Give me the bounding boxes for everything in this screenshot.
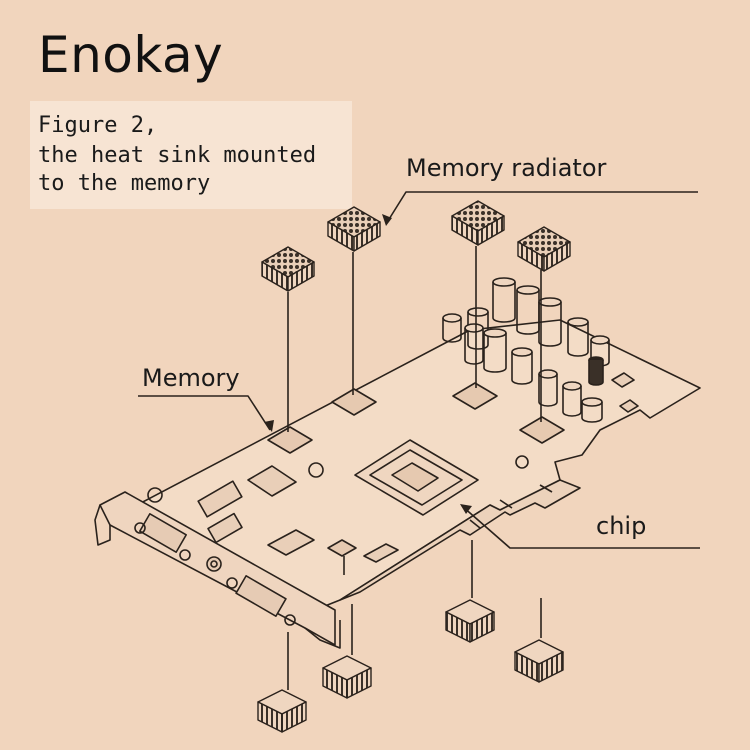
heatsink-top-4 [518,227,570,271]
memory-leader [138,396,270,430]
heatsink-bottom-3 [446,600,494,642]
heatsink-bottom-2 [323,656,371,698]
heatsink-bottom-1 [258,690,306,732]
heatsink-top-2 [328,207,380,251]
heatsink-top-3 [452,201,504,245]
heatsink-bottom-4 [515,640,563,682]
s-video-port [207,557,221,571]
heatsink-top-1 [262,247,314,291]
memory-radiator-leader [386,192,698,224]
